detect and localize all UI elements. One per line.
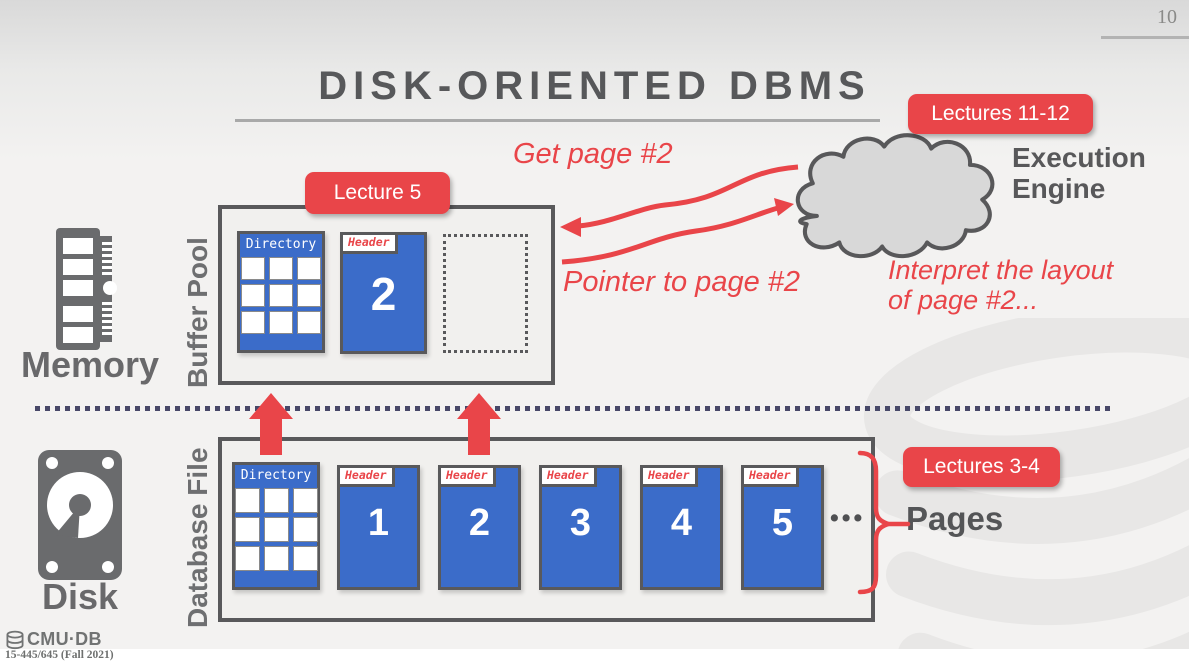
pages-label: Pages	[906, 500, 1004, 537]
page-header-tab: Header	[340, 232, 398, 254]
disk-label: Disk	[41, 576, 119, 617]
page-header-tab: Header	[741, 465, 799, 487]
disk-drive-icon	[38, 450, 122, 580]
db-page-2: Header 2	[438, 465, 521, 590]
get-page-annotation: Get page #2	[513, 138, 673, 170]
database-directory-label: Directory	[240, 468, 312, 483]
lectures-3-4-badge: Lectures 3-4	[903, 447, 1060, 487]
memory-ram-icon	[56, 228, 117, 350]
pointer-to-page-annotation: Pointer to page #2	[563, 266, 801, 298]
arrow-bufferpool-to-cloud	[561, 205, 779, 265]
page-header-tab: Header	[640, 465, 698, 487]
cmudb-logo-icon	[6, 630, 24, 649]
execution-engine-cloud-icon	[795, 133, 995, 259]
buffer-pool-directory-grid	[240, 257, 322, 334]
interpret-layout-annotation: Interpret the layout of page #2...	[888, 255, 1188, 315]
page-number-text: 5	[771, 502, 794, 544]
arrow-cloud-to-bufferpool	[577, 164, 799, 229]
db-page-3: Header 3	[539, 465, 622, 590]
cmudb-logo-text: CMU·DB	[27, 629, 102, 649]
execution-engine-label: Execution Engine	[1012, 142, 1146, 205]
page-number-rule	[1101, 36, 1189, 39]
bottom-strip	[0, 649, 1189, 669]
page-number-text: 4	[670, 502, 693, 544]
execution-engine-line1: Execution	[1012, 142, 1146, 173]
db-page-5: Header 5	[741, 465, 824, 590]
memory-disk-separator	[35, 406, 1110, 411]
database-watermark-icon	[863, 318, 1189, 669]
page-header-tab: Header	[337, 465, 395, 487]
lectures-11-12-badge: Lectures 11-12	[908, 94, 1093, 134]
page-number-text: 3	[569, 502, 592, 544]
pages-ellipsis: •••	[830, 504, 866, 532]
database-file-label: Database File	[182, 447, 213, 628]
buffer-pool-directory: Directory	[237, 231, 325, 353]
title-underline	[235, 119, 880, 122]
buffer-pool-label: Buffer Pool	[182, 237, 213, 388]
execution-engine-line2: Engine	[1012, 172, 1106, 204]
buffer-pool-directory-label: Directory	[245, 237, 317, 252]
cmudb-logo: CMU·DB	[5, 629, 102, 650]
page-number-text: 2	[370, 268, 397, 320]
slide-title: DISK-ORIENTED DBMS	[318, 64, 871, 108]
page-number-text: 1	[367, 502, 390, 544]
buffer-pool-empty-slot	[443, 234, 528, 353]
memory-label: Memory	[20, 344, 160, 385]
arrowhead-left	[560, 217, 581, 237]
lecture-5-badge: Lecture 5	[305, 172, 450, 214]
page-header-tab: Header	[438, 465, 496, 487]
interpret-line1: Interpret the layout	[888, 255, 1114, 285]
page-number-text: 2	[468, 502, 491, 544]
interpret-line2: of page #2...	[888, 285, 1039, 316]
database-file-directory: Directory	[232, 462, 320, 590]
db-page-4: Header 4	[640, 465, 723, 590]
db-page-1: Header 1	[337, 465, 420, 590]
buffer-pool-page-2: Header 2	[340, 232, 427, 354]
database-directory-grid	[234, 488, 318, 571]
page-header-tab: Header	[539, 465, 597, 487]
course-label: 15-445/645 (Fall 2021)	[5, 649, 114, 661]
page-number: 10	[1157, 6, 1177, 28]
